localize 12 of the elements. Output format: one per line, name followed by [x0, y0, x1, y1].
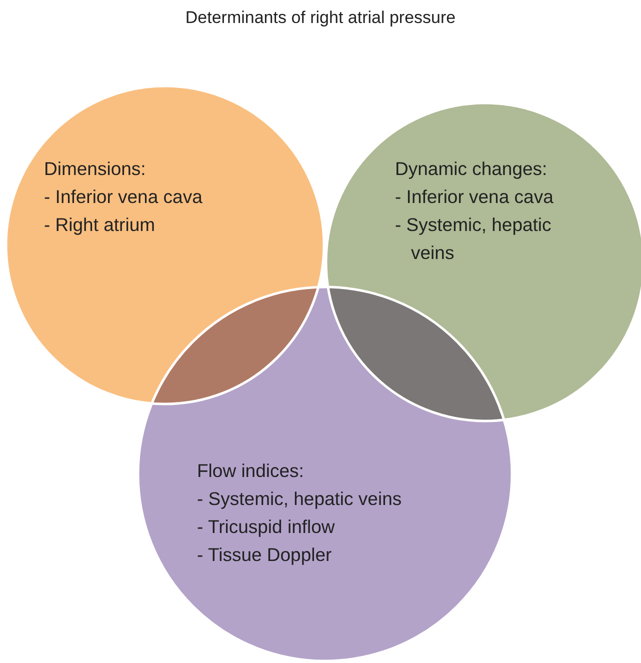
circle-heading: Dimensions:: [44, 157, 147, 181]
list-item: - Inferior vena cava: [395, 185, 554, 209]
list-item: - Systemic, hepatic veins: [395, 213, 552, 265]
circle-heading: Flow indices:: [197, 459, 305, 483]
list-item: - Tricuspid inflow: [197, 515, 336, 539]
diagram-title: Determinants of right atrial pressure: [184, 8, 457, 28]
venn-circle: [137, 286, 513, 662]
circle-heading: Dynamic changes:: [395, 157, 548, 181]
list-item: - Right atrium: [44, 213, 156, 237]
list-item: - Systemic, hepatic veins: [197, 487, 403, 511]
list-item: - Inferior vena cava: [44, 185, 204, 209]
list-item: - Tissue Doppler: [197, 543, 333, 567]
